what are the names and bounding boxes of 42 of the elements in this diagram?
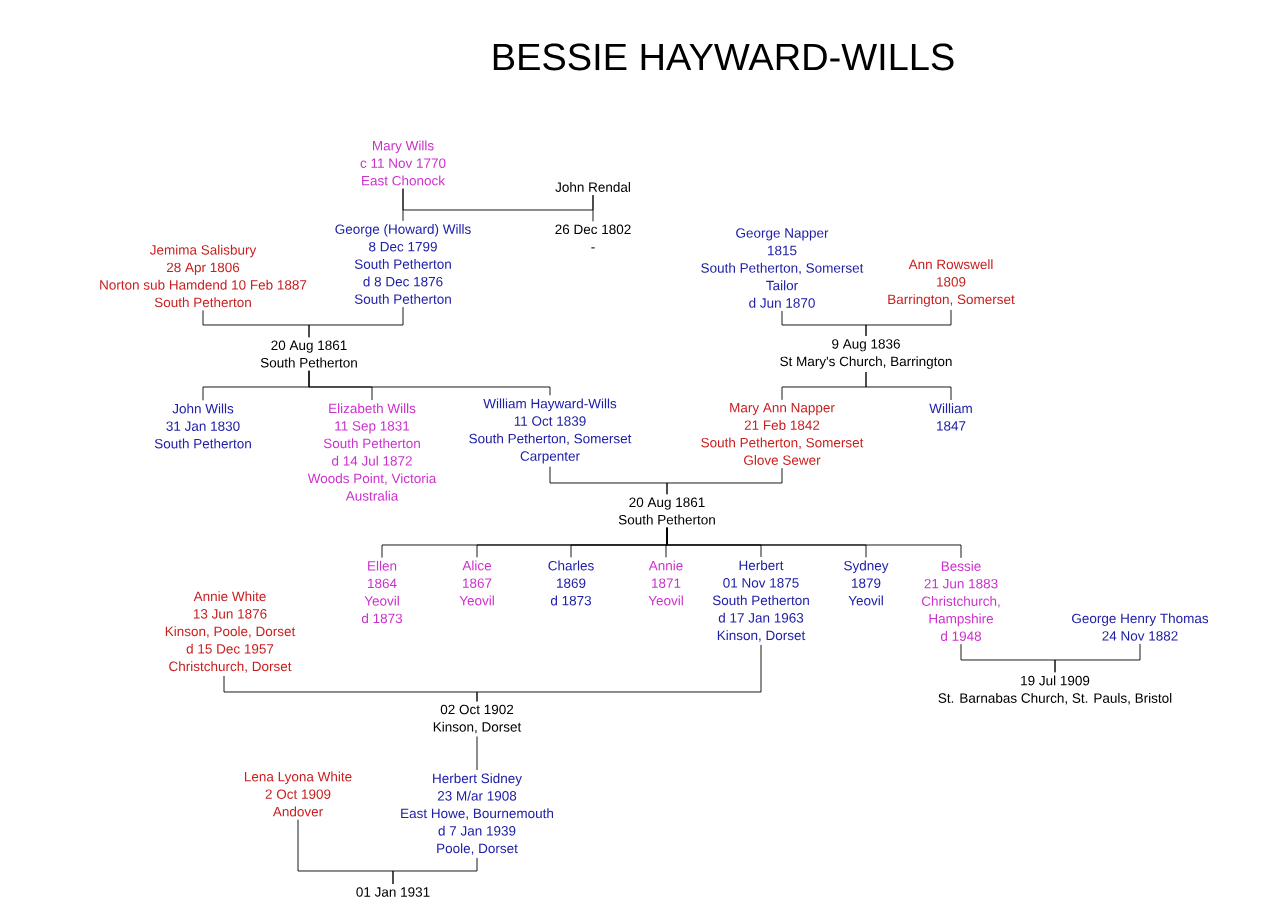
family-line <box>476 644 762 702</box>
family-line <box>865 371 952 401</box>
person-entry: Mary Ann Napper 21 Feb 1842 South Petherton, Somerset Glove Sewer <box>701 403 864 465</box>
title: BESSIE HAYWARD-WILLS <box>493 43 954 71</box>
person-entry: Herbert Sidney 23 M/ar 1908 East Howe, Bournemouth d 7 Jan 1939 Poole, Dorset <box>401 773 553 855</box>
family-line <box>1054 643 1141 673</box>
person-entry: Jemima Salisbury 28 Apr 1806 Norton sub Hamdend 10 Feb 1887 South Petherton <box>100 244 307 308</box>
person-entry: Herbert 01 Nov 1875 South Petherton d 17 Jan 1963 Kinson, Dorset <box>712 560 809 642</box>
person-entry: John Wills 31 Jan 1830 South Petherton <box>154 403 251 449</box>
person-entry: George Napper 1815 South Petherton, Somerset Tailor d Jun 1870 <box>701 228 864 308</box>
person-entry: William Hayward-Wills 11 Oct 1839 South Petherton, Somerset Carpenter <box>469 398 632 464</box>
family-line <box>308 306 404 338</box>
person-entry: George (Howard) Wills 8 Dec 1799 South Petherton d 8 Dec 1876 South Petherton <box>335 224 471 304</box>
marriage-entry: 20 Aug 1861 South Petherton <box>618 497 715 525</box>
marriage-entry: 20 Aug 1861 South Petherton <box>260 340 357 368</box>
family-line <box>666 527 962 559</box>
person-entry: Annie White 13 Jun 1876 Kinson, Poole, Dorset d 15 Dec 1957 Christchurch, Dorset <box>165 591 296 673</box>
person-entry: Bessie 21 Jun 1883 Christchurch, Hampshire d 1948 <box>921 561 1000 641</box>
person-entry: Ellen 1864 Yeovil d 1873 <box>361 560 403 624</box>
person-entry: George Henry Thomas 24 Nov 1882 <box>1072 613 1209 641</box>
person-entry: Annie 1871 Yeovil <box>648 560 683 606</box>
family-line <box>308 370 551 396</box>
family-line <box>666 467 783 495</box>
person-entry: Elizabeth Wills 11 Sep 1831 South Petherton d 14 Jul 1872 Woods Point, Victoria Australia <box>307 403 437 501</box>
marriage-entry: 02 Oct 1902 Kinson, Dorset <box>433 704 522 734</box>
person-entry: Mary Wills c 11 Nov 1770 East Chonock <box>360 140 446 186</box>
person-entry: John Rendal <box>555 182 630 192</box>
person-entry: Ann Rowswell 1809 Barrington, Somerset <box>888 259 1015 307</box>
person-entry: Alice 1867 Yeovil <box>459 560 494 606</box>
family-line <box>476 736 478 771</box>
marriage-entry: 26 Dec 1802 - <box>555 224 631 249</box>
marriage-entry: 9 Aug 1836 St Mary's Church, Barrington <box>780 339 952 369</box>
family-line <box>402 188 404 222</box>
family-line <box>865 309 952 337</box>
person-entry: Sydney 1879 Yeovil <box>844 560 889 606</box>
person-entry: Lena Lyona White 2 Oct 1909 Andover <box>244 771 352 817</box>
marriage-entry: 19 Jul 1909 St. Barnabas Church, St. Pauls, Bristol <box>938 675 1172 705</box>
person-entry: William 1847 <box>929 403 972 431</box>
family-line <box>392 857 478 885</box>
marriage-entry: 01 Jan 1931 <box>356 887 430 897</box>
family-line <box>592 194 594 222</box>
person-entry: Charles 1869 d 1873 <box>548 560 594 606</box>
